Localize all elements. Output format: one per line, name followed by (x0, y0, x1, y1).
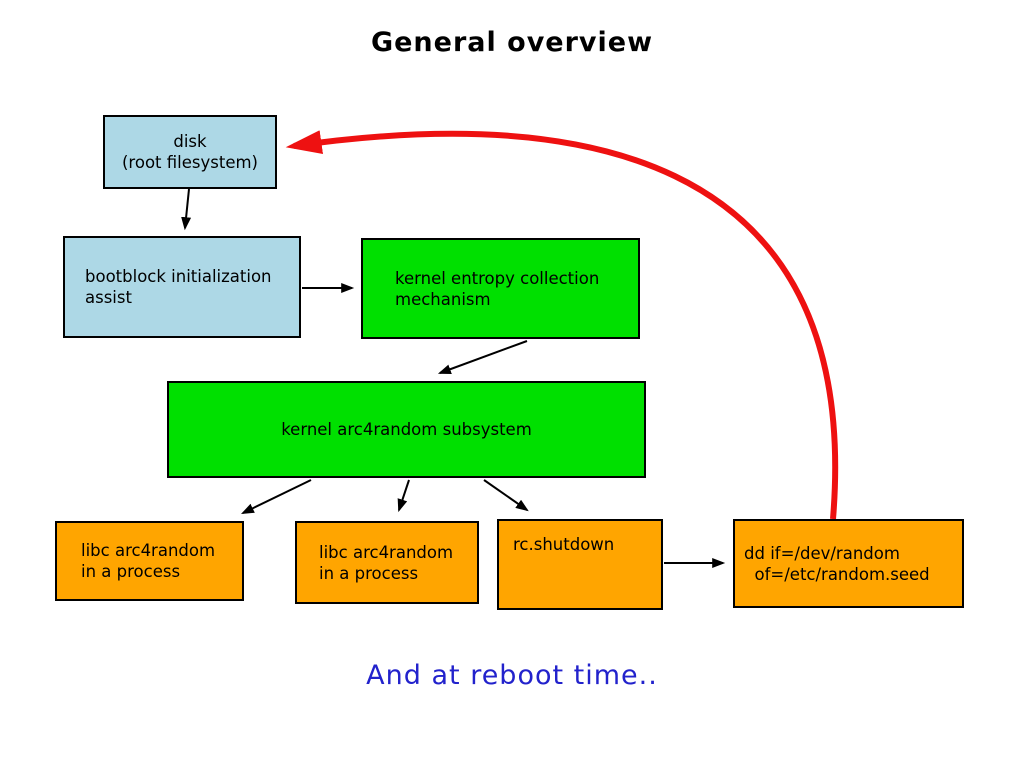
node-libc-process-2: libc arc4random in a process (295, 521, 479, 604)
node-rc-shutdown-label: rc.shutdown (513, 535, 615, 554)
node-arc4random-label: kernel arc4random subsystem (281, 420, 532, 439)
edge-arc4-to-libc1 (241, 479, 312, 514)
node-arc4random: kernel arc4random subsystem (167, 381, 646, 478)
node-bootblock-label: bootblock initialization assist (85, 267, 272, 307)
node-rc-shutdown: rc.shutdown (497, 519, 663, 610)
footer-note: And at reboot time.. (366, 660, 658, 691)
node-entropy: kernel entropy collection mechanism (361, 238, 640, 339)
node-dd-random-seed-label: dd if=/dev/random of=/etc/random.seed (744, 543, 930, 584)
node-disk: disk (root filesystem) (103, 115, 277, 189)
node-libc-process-2-label: libc arc4random in a process (319, 542, 454, 583)
node-entropy-label: kernel entropy collection mechanism (395, 268, 600, 309)
node-libc-process-1-label: libc arc4random in a process (81, 541, 216, 581)
node-bootblock: bootblock initialization assist (63, 236, 301, 338)
node-dd-random-seed: dd if=/dev/random of=/etc/random.seed (733, 519, 964, 608)
page-title: General overview (370, 27, 654, 58)
edge-entropy-to-arc4 (437, 340, 528, 374)
node-disk-label: disk (root filesystem) (122, 132, 258, 172)
edge-dd-to-disk-red-curve (285, 130, 838, 520)
node-libc-process-1: libc arc4random in a process (55, 521, 244, 601)
edge-disk-to-bootblock (181, 188, 192, 231)
edge-arc4-to-rcshutdown (483, 479, 529, 512)
edge-arc4-to-libc2 (397, 479, 410, 513)
